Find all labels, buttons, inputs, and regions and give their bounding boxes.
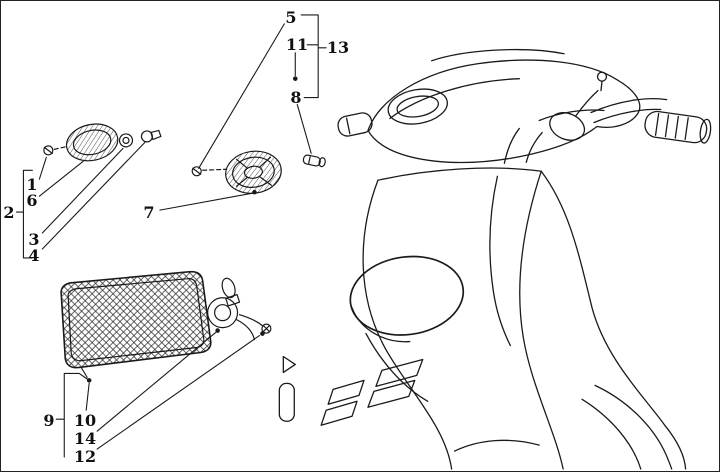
bulb-drawing: [140, 129, 162, 143]
callout-label-1: 1: [26, 175, 38, 194]
left-grip-drawing: [337, 112, 373, 137]
turn-signal-lens-drawing: [65, 123, 119, 162]
mirror-drawing: [549, 71, 608, 141]
callout-label-7: 7: [143, 203, 155, 222]
scooter-body-illustration: [278, 48, 712, 470]
headlight-parts: [60, 270, 272, 369]
bulb-holder-drawing: [118, 133, 134, 148]
callout-label-4: 4: [28, 246, 40, 265]
callout-label-3: 3: [28, 230, 40, 249]
callout-label-14: 14: [73, 429, 97, 448]
callout-label-6: 6: [26, 191, 38, 210]
headlight-bulb-drawing: [207, 277, 264, 341]
callout-label-12: 12: [73, 447, 97, 466]
callout-leader-lines: [15, 14, 327, 458]
callout-label-11: 11: [285, 35, 309, 54]
callout-label-10: 10: [73, 411, 97, 430]
bulb-drawing: [302, 154, 326, 168]
headlight-screw-drawing: [261, 323, 272, 334]
screw-drawing: [191, 166, 202, 177]
right-grip-drawing: [644, 110, 712, 144]
turn-signal-lens-drawing: [225, 150, 282, 194]
mid-turn-signal-parts: [191, 150, 326, 194]
screw-drawing: [43, 145, 54, 156]
callout-label-5: 5: [285, 8, 297, 27]
callout-label-2: 2: [3, 203, 15, 222]
leader-dots: [86, 76, 298, 383]
headlight-lens-drawing: [60, 270, 212, 369]
callout-label-9: 9: [43, 411, 55, 430]
callout-label-8: 8: [290, 88, 302, 107]
callout-label-13: 13: [326, 38, 350, 57]
front-turn-signal-parts: [43, 123, 162, 162]
